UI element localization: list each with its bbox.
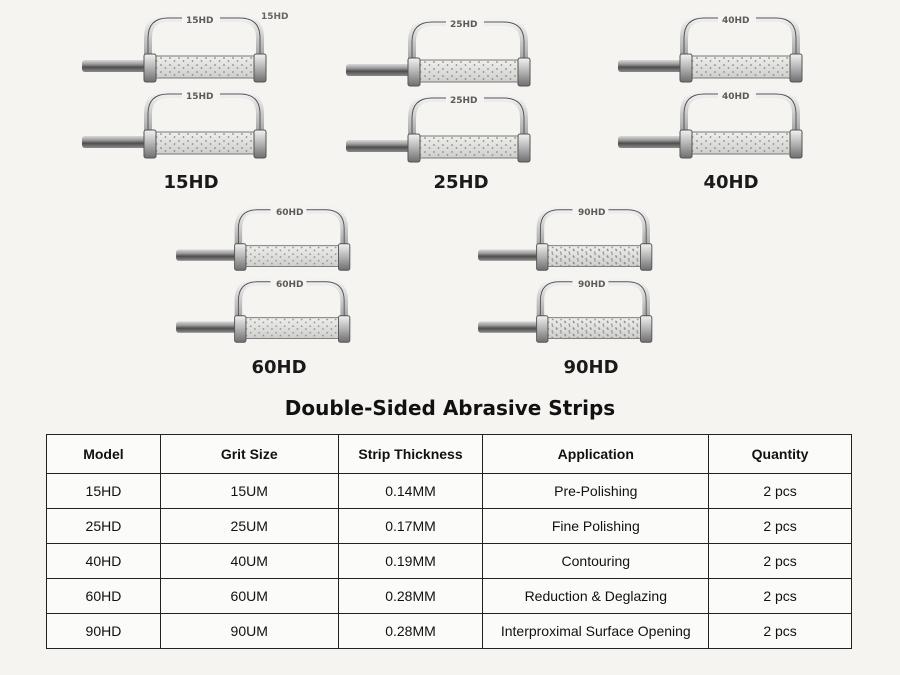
cell-grit-size: 90UM xyxy=(159,613,339,649)
abrasive-strip-holder-bottom xyxy=(176,278,351,343)
table-row: 40HD 40UM 0.19MM Contouring 2 pcs xyxy=(46,543,852,579)
abrasive-strip-holder-bottom xyxy=(478,278,653,343)
cell-model: 60HD xyxy=(46,578,161,614)
cell-application: Pre-Polishing xyxy=(482,473,710,509)
cell-strip-thickness: 0.28MM xyxy=(337,578,484,614)
cell-strip-thickness: 0.17MM xyxy=(337,508,484,544)
engraving-15hd-b: 15HD xyxy=(186,92,214,102)
product-90hd xyxy=(474,206,654,343)
cell-model: 90HD xyxy=(46,613,161,649)
table-row: 60HD 60UM 0.28MM Reduction & Deglazing 2… xyxy=(46,578,852,614)
cell-model: 40HD xyxy=(46,543,161,579)
cell-model: 15HD xyxy=(46,473,161,509)
frame-engraving: 15HD xyxy=(261,12,289,22)
column-header-application: Application xyxy=(482,434,710,474)
clamp-right xyxy=(253,53,267,83)
cell-application: Interproximal Surface Opening xyxy=(482,613,710,649)
product-25hd xyxy=(342,18,532,163)
cell-grit-size: 60UM xyxy=(159,578,339,614)
engraving-60hd-b: 60HD xyxy=(276,280,304,290)
model-label-15hd: 15HD xyxy=(163,172,219,193)
model-label-25hd: 25HD xyxy=(433,172,489,193)
cell-quantity: 2 pcs xyxy=(708,473,852,509)
column-header-model: Model xyxy=(46,434,161,474)
cell-application: Fine Polishing xyxy=(482,508,710,544)
clamp-left xyxy=(143,53,157,83)
table-header-row: Model Grit Size Strip Thickness Applicat… xyxy=(46,434,852,474)
cell-strip-thickness: 0.19MM xyxy=(337,543,484,579)
cell-quantity: 2 pcs xyxy=(708,578,852,614)
column-header-grit-size: Grit Size xyxy=(159,434,339,474)
cell-strip-thickness: 0.14MM xyxy=(337,473,484,509)
engraving-90hd: 90HD xyxy=(578,208,606,218)
spec-table: Model Grit Size Strip Thickness Applicat… xyxy=(46,434,852,649)
model-label-40hd: 40HD xyxy=(703,172,759,193)
engraving-40hd: 40HD xyxy=(722,16,750,26)
engraving-90hd-b: 90HD xyxy=(578,280,606,290)
product-15hd: 15HD xyxy=(78,12,289,159)
abrasive-strip-holder-top xyxy=(478,206,653,271)
table-row: 90HD 90UM 0.28MM Interproximal Surface O… xyxy=(46,613,852,649)
abrasive-strip-holder-top xyxy=(82,14,267,83)
table-title: Double-Sided Abrasive Strips xyxy=(284,396,616,420)
handle-rod xyxy=(82,60,148,72)
cell-strip-thickness: 0.28MM xyxy=(337,613,484,649)
cell-quantity: 2 pcs xyxy=(708,543,852,579)
product-60hd xyxy=(172,206,352,343)
cell-grit-size: 25UM xyxy=(159,508,339,544)
engraving-40hd-b: 40HD xyxy=(722,92,750,102)
column-header-strip-thickness: Strip Thickness xyxy=(337,434,484,474)
cell-application: Contouring xyxy=(482,543,710,579)
cell-grit-size: 15UM xyxy=(159,473,339,509)
engraving-25hd-b: 25HD xyxy=(450,96,478,106)
cell-model: 25HD xyxy=(46,508,161,544)
abrasive-strip-holder-top xyxy=(176,206,351,271)
product-40hd xyxy=(614,14,804,159)
column-header-quantity: Quantity xyxy=(708,434,852,474)
abrasive-strip-holder-top xyxy=(346,18,531,87)
model-label-60hd: 60HD xyxy=(251,357,307,378)
engraving-25hd: 25HD xyxy=(450,20,478,30)
abrasive-strip-holder-top xyxy=(618,14,803,83)
cell-application: Reduction & Deglazing xyxy=(482,578,710,614)
engraving-15hd: 15HD xyxy=(186,16,214,26)
cell-quantity: 2 pcs xyxy=(708,508,852,544)
cell-quantity: 2 pcs xyxy=(708,613,852,649)
table-row: 25HD 25UM 0.17MM Fine Polishing 2 pcs xyxy=(46,508,852,544)
engraving-60hd: 60HD xyxy=(276,208,304,218)
model-label-90hd: 90HD xyxy=(563,357,619,378)
cell-grit-size: 40UM xyxy=(159,543,339,579)
abrasive-strip-holder-bottom xyxy=(618,90,803,159)
abrasive-strip-holder-bottom xyxy=(346,94,531,163)
abrasive-strip-holder-bottom xyxy=(82,90,267,159)
table-row: 15HD 15UM 0.14MM Pre-Polishing 2 pcs xyxy=(46,473,852,509)
